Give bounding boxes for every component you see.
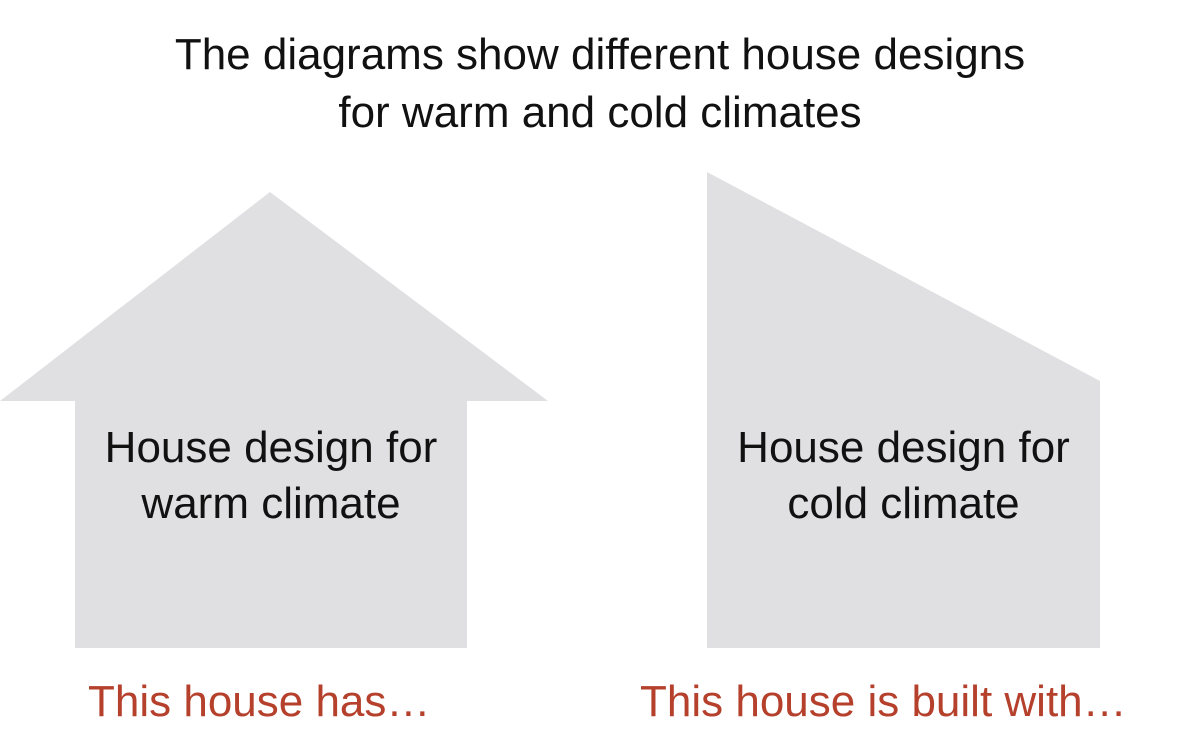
warm-house-label-line-1: House design for [104,423,438,472]
cold-house-label-line-2: cold climate [787,479,1020,528]
title-line-1: The diagrams show different house design… [174,30,1026,79]
cold-climate-house-shape [707,172,1100,648]
cold-house-label: House design for cold climate [707,420,1100,532]
warm-house-caption: This house has… [88,677,431,726]
warm-house-label: House design for warm climate [75,420,467,532]
title-line-2: for warm and cold climates [338,88,862,137]
warm-house-label-line-2: warm climate [141,479,401,528]
cold-house-label-line-1: House design for [737,423,1070,472]
cold-house-caption: This house is built with… [640,677,1127,726]
warm-climate-house-shape [0,192,548,648]
diagram-title: The diagrams show different house design… [0,26,1200,142]
